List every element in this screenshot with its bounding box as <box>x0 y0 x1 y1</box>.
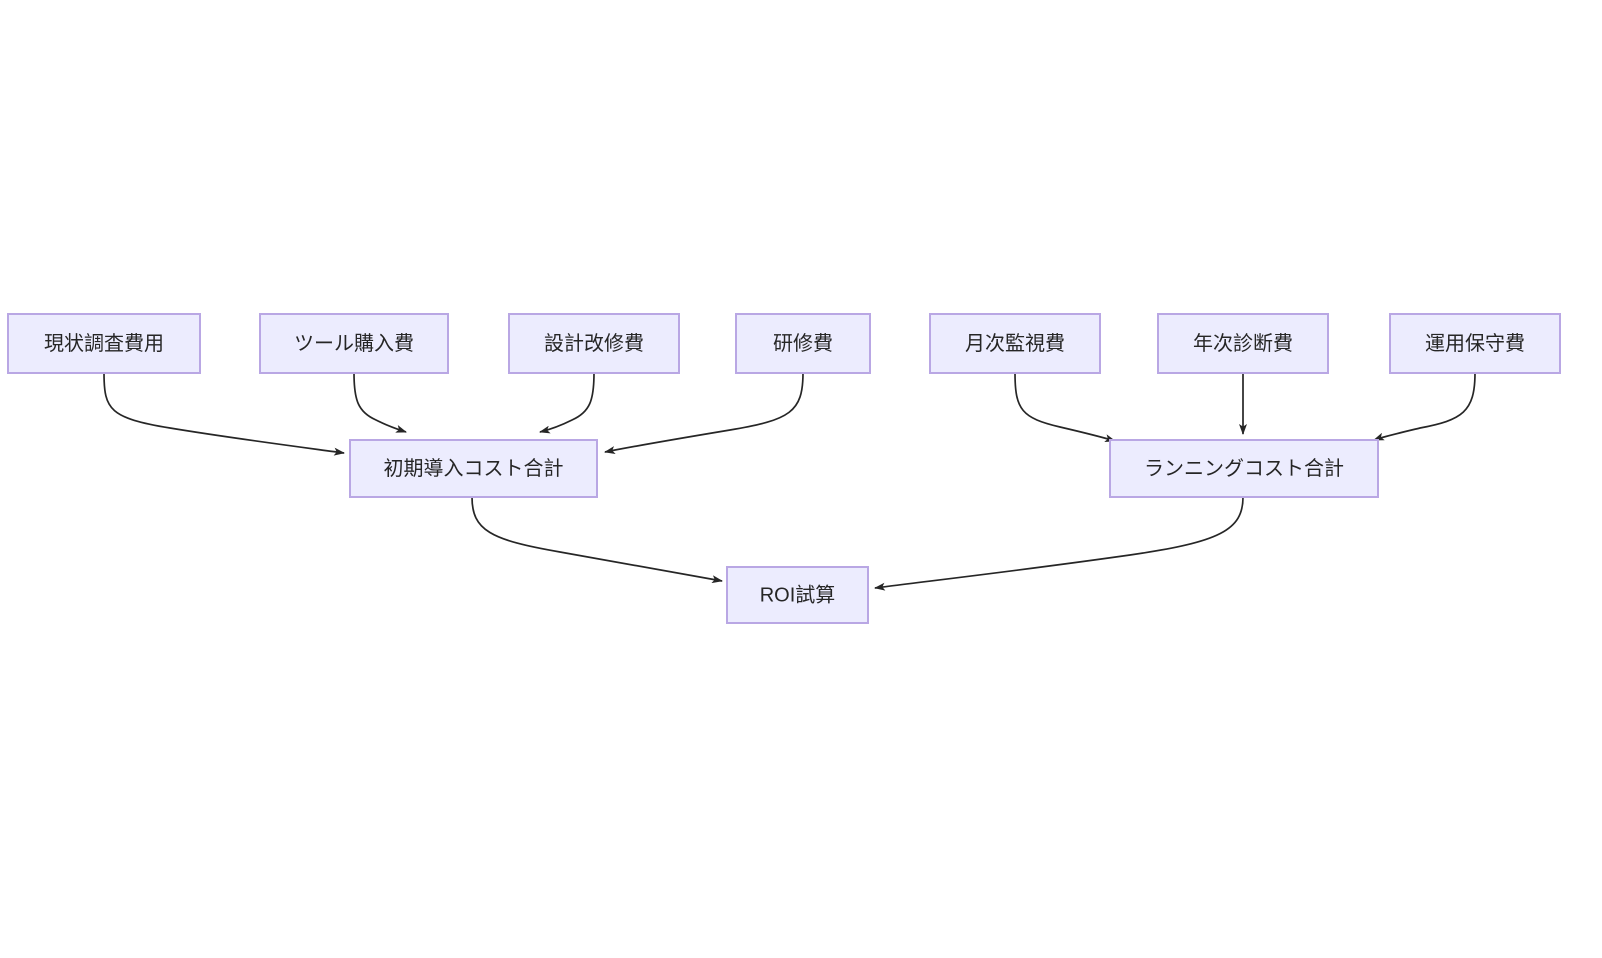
node-box[interactable] <box>7 313 201 374</box>
flow-node-n3[interactable]: 設計改修費 <box>508 313 680 374</box>
flow-edge-n4-to-n8 <box>604 372 804 454</box>
node-box[interactable] <box>726 566 869 624</box>
node-box[interactable] <box>1389 313 1561 374</box>
node-box[interactable] <box>1109 439 1379 498</box>
flow-edge-n9-to-n10 <box>874 496 1244 591</box>
node-box[interactable] <box>735 313 871 374</box>
node-box[interactable] <box>1157 313 1329 374</box>
flow-edge-n7-to-n9 <box>1373 372 1476 441</box>
flow-node-n10[interactable]: ROI試算 <box>726 566 869 624</box>
flow-edge-n2-to-n8 <box>353 372 407 433</box>
node-box[interactable] <box>508 313 680 374</box>
flow-edge-n3-to-n8 <box>539 372 595 434</box>
flow-edge-n5-to-n9 <box>1014 372 1116 442</box>
node-box[interactable] <box>349 439 598 498</box>
flow-node-n8[interactable]: 初期導入コスト合計 <box>349 439 598 498</box>
flow-node-n5[interactable]: 月次監視費 <box>929 313 1101 374</box>
edges-layer <box>103 372 1476 591</box>
node-box[interactable] <box>259 313 449 374</box>
flow-edge-n8-to-n10 <box>471 496 723 584</box>
flow-node-n6[interactable]: 年次診断費 <box>1157 313 1329 374</box>
nodes-layer: 現状調査費用ツール購入費設計改修費研修費月次監視費年次診断費運用保守費初期導入コ… <box>7 313 1561 624</box>
node-box[interactable] <box>929 313 1101 374</box>
flow-node-n1[interactable]: 現状調査費用 <box>7 313 201 374</box>
flow-edge-n1-to-n8 <box>103 372 345 456</box>
flow-node-n2[interactable]: ツール購入費 <box>259 313 449 374</box>
flow-node-n9[interactable]: ランニングコスト合計 <box>1109 439 1379 498</box>
flow-node-n7[interactable]: 運用保守費 <box>1389 313 1561 374</box>
flow-node-n4[interactable]: 研修費 <box>735 313 871 374</box>
